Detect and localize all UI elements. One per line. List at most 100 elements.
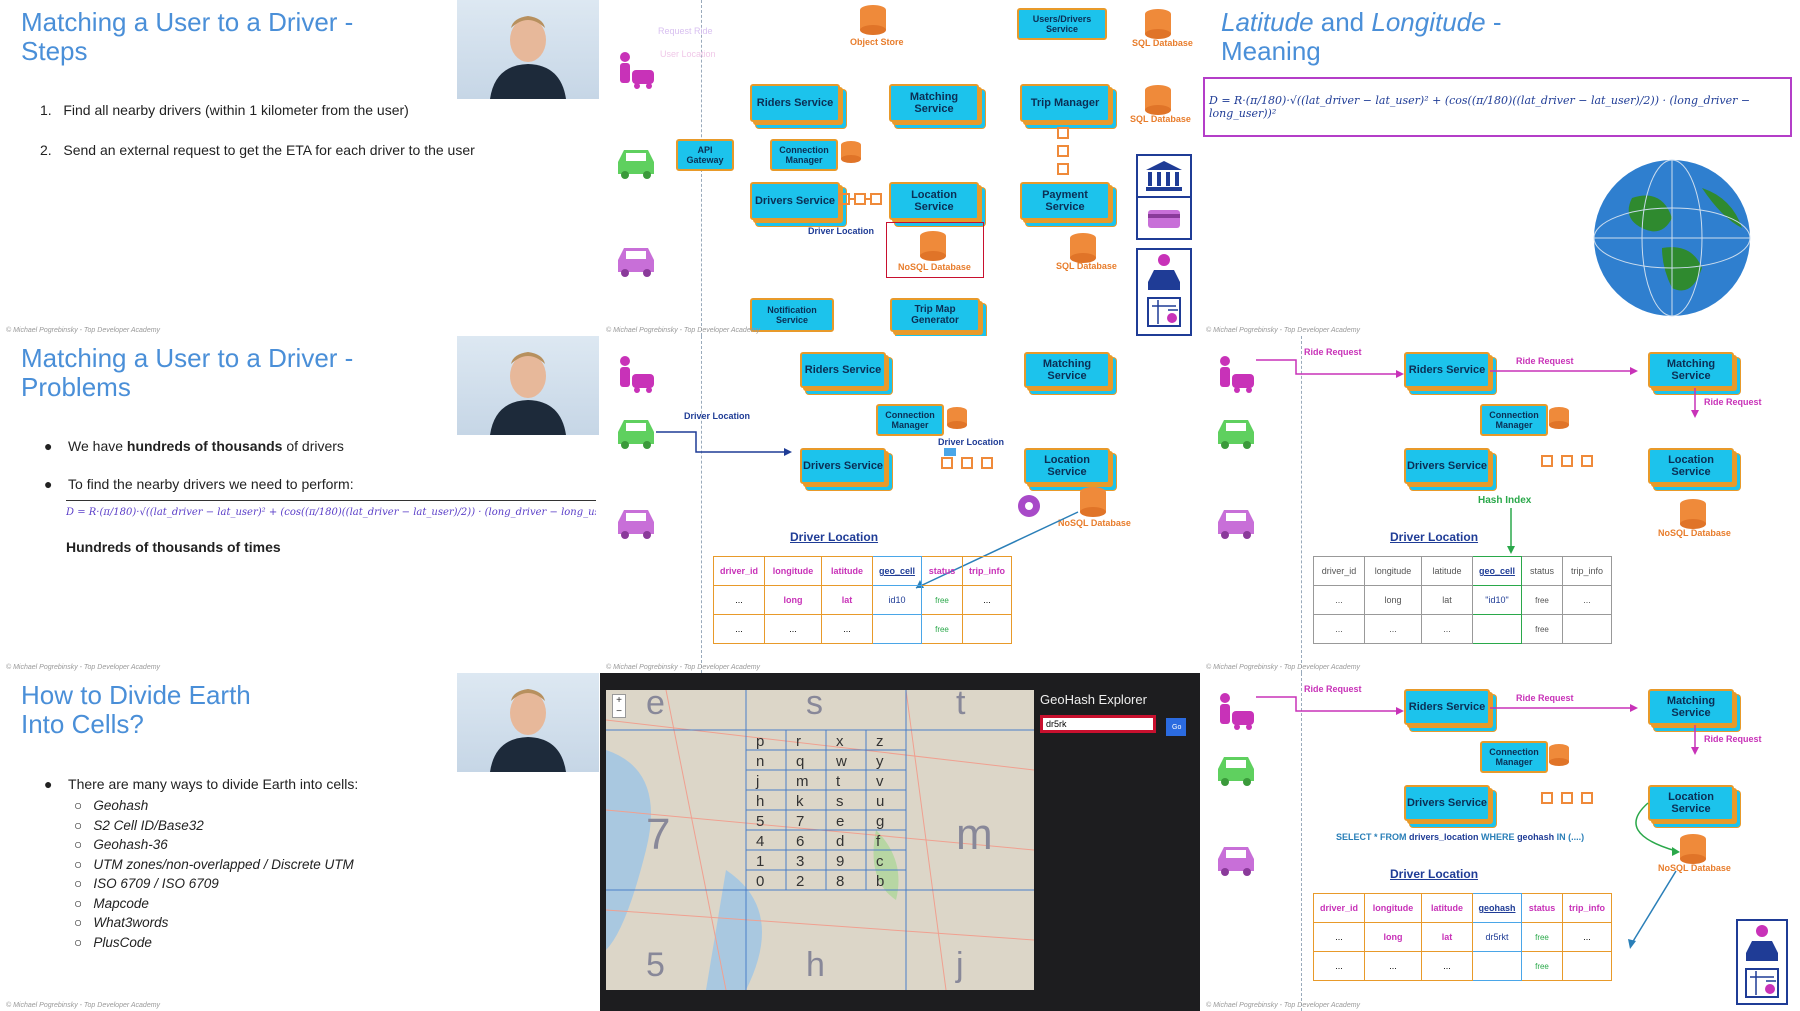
connection-manager: Connection Manager [1480,741,1548,773]
geohash-cell-label: k [796,793,804,810]
geohash-cell-label: 9 [836,853,845,870]
table-cell: free [1521,951,1563,981]
table-header-cell: latitude [821,556,873,586]
connection-manager: Connection Manager [876,404,944,436]
table-cell: free [921,585,963,615]
globe-icon [1593,159,1751,317]
credit-card-icon [1148,210,1180,228]
database-icon [1145,85,1171,115]
table-header-cell: status [1521,893,1563,923]
location-service: Location Service [889,182,979,220]
geohash-cell-label: 4 [756,833,765,850]
presenter-video [457,0,599,99]
geohash-cell-label: 3 [796,853,805,870]
connection-manager: Connection Manager [1480,404,1548,436]
map-icon-frame [1136,248,1192,336]
table-cell: ... [1562,585,1612,615]
list-item: 1. Find all nearby drivers (within 1 kil… [40,102,475,118]
geohash-cell-label: 8 [836,873,845,890]
list-number: 1. [40,102,52,118]
list-text: Find all nearby drivers (within 1 kilome… [63,102,409,118]
geohash-cell-label: 2 [796,873,805,890]
database-icon [1549,744,1569,766]
geohash-big-label: m [956,810,993,859]
car-icon [1218,420,1254,449]
user-location-label: User Location [660,49,716,59]
table-header-cell: status [1521,556,1563,586]
panel-driver-location: Driver Location Riders Service Matching … [600,336,1200,673]
divider [701,336,702,673]
payment-service: Payment Service [1020,182,1110,220]
drivers-service: Drivers Service [1404,785,1490,821]
go-button[interactable]: Go [1166,718,1186,736]
title-line-1: Matching a User to a Driver - [21,343,354,373]
table-cell: ... [713,614,765,644]
geohash-cell-label: 5 [756,813,765,830]
ride-request-label: Ride Request [1704,397,1762,407]
list-text: Geohash-36 [93,837,168,852]
table-cell: ... [1364,951,1422,981]
table-header-cell: latitude [1421,893,1473,923]
hash-index-label: Hash Index [1478,495,1532,506]
query-part: drivers_location [1409,832,1479,842]
arrow-line [1256,696,1404,715]
table-cell: ... [713,585,765,615]
object-store-label: Object Store [850,37,904,47]
table-cell: free [1521,585,1563,615]
queue-icon [1541,455,1593,467]
table-cell [872,614,922,644]
geohash-cell-label: r [796,733,801,750]
trip-map-generator: Trip Map Generator [890,298,980,332]
footer-credit: © Michael Pogrebinsky - Top Developer Ac… [606,327,761,334]
arrow-line [1691,725,1699,755]
list-item: ○ Mapcode [74,895,149,911]
zoom-control[interactable]: +− [612,694,626,718]
riders-service: Riders Service [800,352,886,388]
geohash-cell-label: d [836,833,845,850]
geohash-map[interactable]: p r x z n q w y j m t v h k s u 5 7 e g … [606,690,1034,990]
database-icon [1145,9,1171,39]
list-text: PlusCode [93,934,152,950]
table-cell: lat [1421,585,1473,615]
intro-bullet: ● There are many ways to divide Earth in… [44,776,359,792]
queue-icon [838,193,882,205]
driver-location-label: Driver Location [808,226,875,236]
distance-formula: D = R·(π/180)·√((lat_driver − lat_user)²… [1203,77,1792,137]
car-map-icon [1745,925,1779,998]
geohash-cell-label: p [756,733,765,750]
trip-manager: Trip Manager [1020,84,1110,122]
footer-credit: © Michael Pogrebinsky - Top Developer Ac… [1206,1002,1361,1009]
table-row: ... ... ... free [1313,614,1612,644]
geohash-cell-label: c [876,853,884,870]
location-service: Location Service [1024,448,1110,484]
bank-icon-frame [1136,154,1192,198]
driver-location-table: driver_id longitude latitude geo_cell st… [1313,556,1612,644]
table-cell: ... [1313,922,1365,952]
presenter-video [457,673,599,772]
table-cell: ... [821,614,873,644]
geohash-cell-label: 6 [796,833,805,850]
ride-request-label: Ride Request [1704,734,1762,744]
database-icon [1680,499,1706,529]
drivers-service: Drivers Service [800,448,886,484]
database-icon [1549,407,1569,429]
map-background [606,690,1034,990]
footer-credit: © Michael Pogrebinsky - Top Developer Ac… [606,664,761,671]
bullet-text: of drivers [282,438,344,454]
title-line-1: Matching a User to a Driver - [21,7,354,37]
title-line-2: Into Cells? [21,709,144,739]
title-line-2: Steps [21,36,88,66]
title-line-1: Latitude and Longitude - [1221,8,1501,37]
query-part: geohash [1517,832,1555,842]
arrow-line [1490,367,1638,375]
page-title: Matching a User to a Driver - Problems [21,344,353,402]
page-title: Latitude and Longitude - Meaning [1221,8,1501,66]
geohash-cell-label: y [876,753,884,770]
driver-location-table: driver_id longitude latitude geohash sta… [1313,893,1612,981]
arrow-line [656,431,792,456]
geohash-search-input[interactable] [1040,715,1156,733]
panel-divide-earth: How to Divide Earth Into Cells? ● There … [0,673,600,1011]
geohash-big-label: j [956,946,964,984]
page-title: How to Divide Earth Into Cells? [21,681,251,739]
geohash-big-label: h [806,946,825,984]
